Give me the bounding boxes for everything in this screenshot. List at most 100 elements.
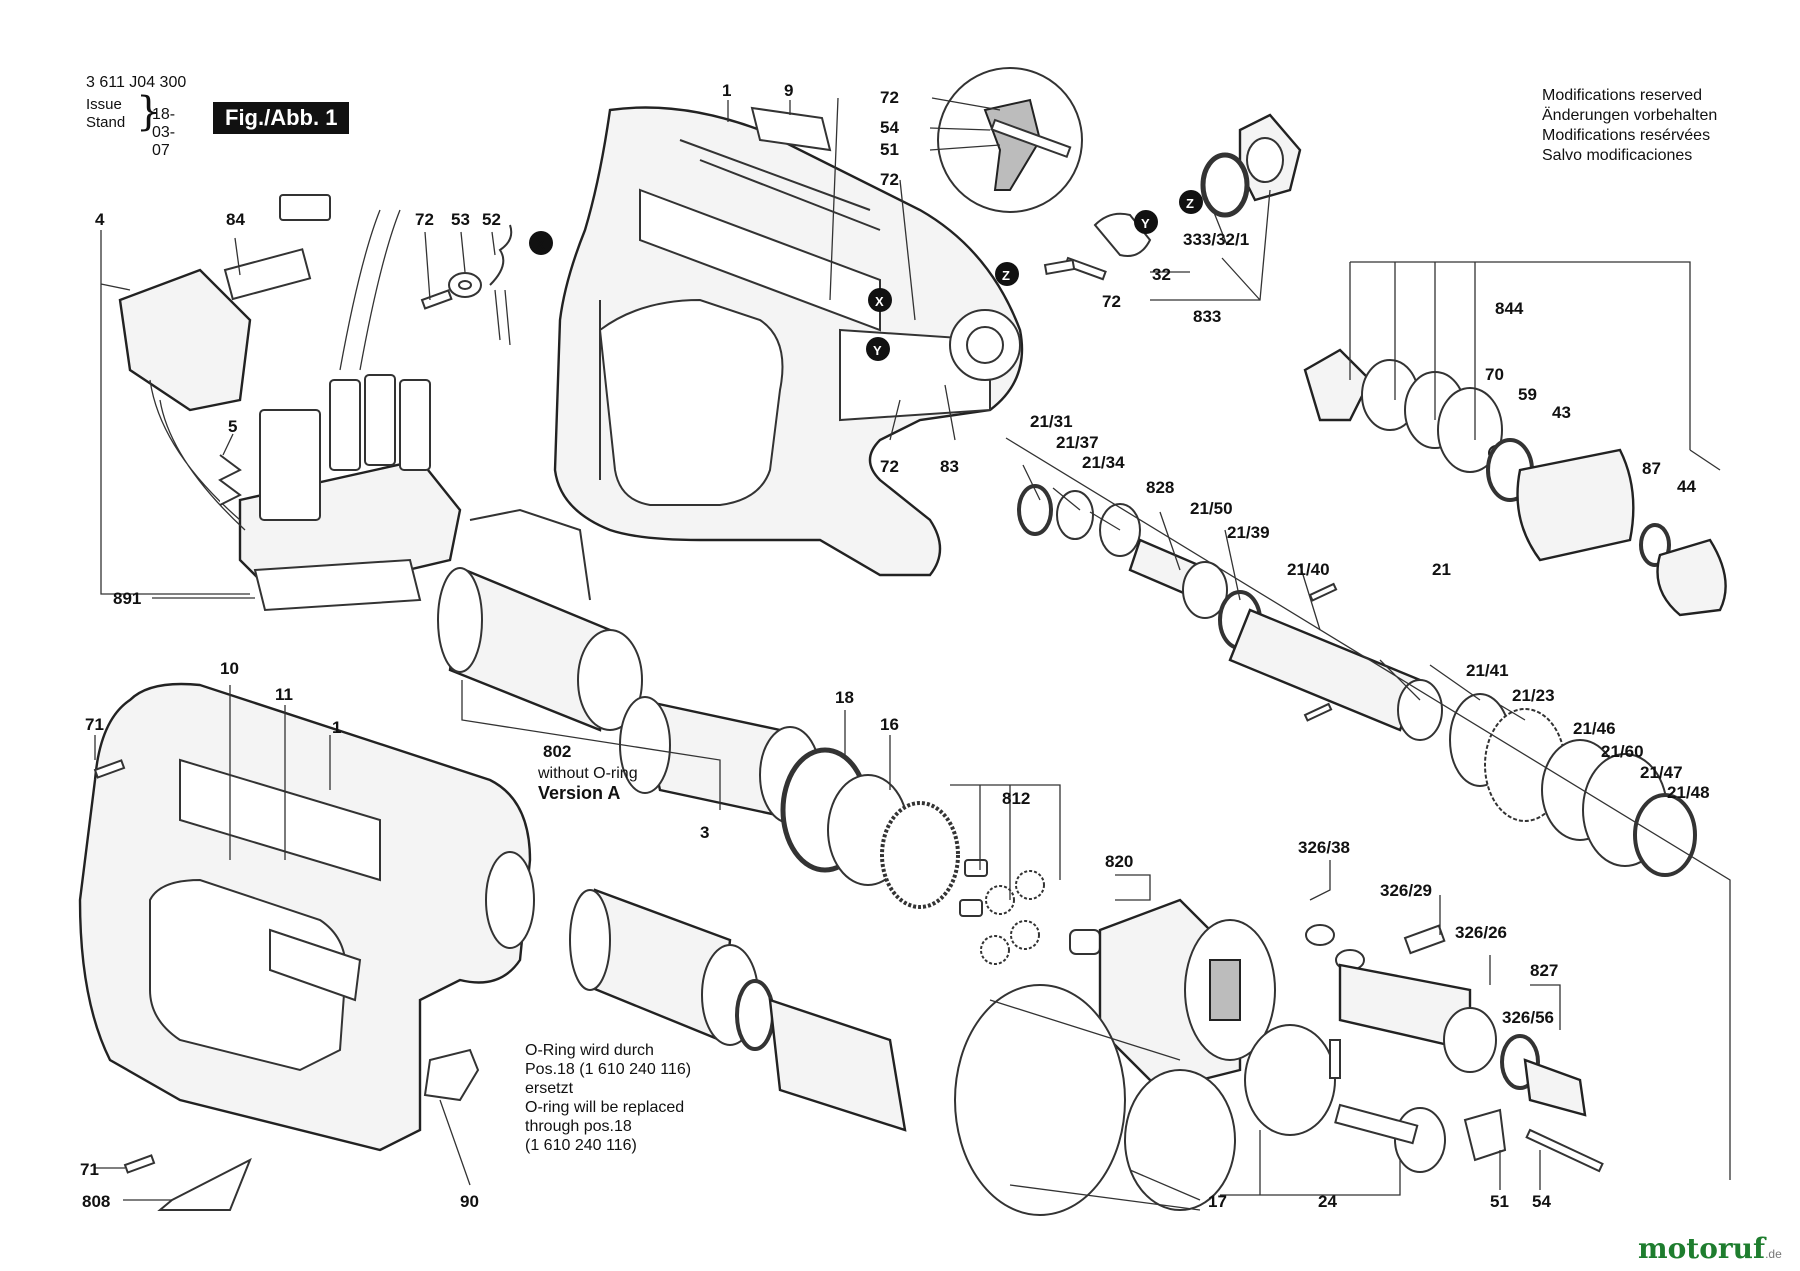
callout-59: 59 (1518, 385, 1537, 404)
doc-number: 3 611 J04 300 (86, 74, 187, 91)
screw-washer-spring-drawing (420, 224, 513, 346)
tool-holder-group-drawing (1303, 348, 1727, 617)
callout-17: 17 (1208, 1192, 1227, 1211)
callout-70: 70 (1485, 365, 1504, 384)
callout-891: 891 (113, 589, 141, 608)
marker-x-top: X (536, 237, 545, 252)
callout-54-a: 54 (880, 118, 899, 137)
callout-72-c: 72 (415, 210, 434, 229)
callout-326-26: 326/26 (1455, 923, 1507, 942)
callout-326-38: 326/38 (1298, 838, 1350, 857)
callout-24: 24 (1318, 1192, 1337, 1211)
callout-1-low: 1 (332, 718, 341, 737)
callout-87: 87 (1642, 459, 1661, 478)
crank-drawing (1244, 1024, 1446, 1173)
oring-note-line: Pos.18 (1 610 240 116) (525, 1061, 691, 1078)
marker-x-housing: X (875, 294, 884, 309)
collar-oring-drawing (1043, 113, 1302, 281)
issue-date: 18-03-07 (152, 106, 176, 159)
callout-51-a: 51 (880, 140, 899, 159)
callout-21-46: 21/46 (1573, 719, 1616, 738)
switch-electronics-drawing (118, 194, 462, 612)
oring-note-line: O-Ring wird durch (525, 1042, 654, 1059)
modifications-notice: Modifications reserved Änderungen vorbeh… (1542, 86, 1717, 166)
callout-18: 18 (835, 688, 854, 707)
marker-z-housing: Z (1002, 268, 1010, 283)
callout-72-e: 72 (880, 457, 899, 476)
screw-71-bottom-drawing (123, 1154, 156, 1174)
ring-gear-drawing (880, 801, 960, 909)
callout-21-47: 21/47 (1640, 763, 1683, 782)
reference-markers: X Z Y Z Y X (529, 190, 1203, 361)
oring-note-line: ersetzt (525, 1080, 574, 1097)
marker-y-housing: Y (873, 343, 882, 358)
callout-828: 828 (1146, 478, 1174, 497)
callout-21-37: 21/37 (1056, 433, 1099, 452)
callout-9: 9 (784, 81, 793, 100)
issue-brace: } (136, 89, 162, 135)
callout-53: 53 (451, 210, 470, 229)
callout-71-b: 71 (80, 1160, 99, 1179)
callout-21-40: 21/40 (1287, 560, 1330, 579)
callout-808: 808 (82, 1192, 110, 1211)
modifications-line: Modifications reserved (1542, 87, 1703, 104)
callout-52: 52 (482, 210, 501, 229)
hammer-tube-drawing (1017, 484, 1697, 877)
callout-21-50: 21/50 (1190, 499, 1233, 518)
callout-90: 90 (460, 1192, 479, 1211)
callout-21-41: 21/41 (1466, 661, 1509, 680)
callout-827: 827 (1530, 961, 1558, 980)
seal-frame-drawing (954, 984, 1236, 1216)
version-note-line1: without O-ring (537, 765, 638, 782)
callout-326-29: 326/29 (1380, 881, 1432, 900)
callout-802: 802 (543, 742, 571, 761)
callout-84: 84 (226, 210, 245, 229)
figure-label: Fig./Abb. 1 (213, 102, 350, 134)
callout-labels: 1 9 72 54 51 72 4 84 5 891 72 53 52 333/… (80, 81, 1710, 1211)
callout-5: 5 (228, 417, 237, 436)
document-header: 3 611 J04 300 Issue Stand } 18-03-07 (86, 74, 187, 159)
pin-drawing (990, 118, 1072, 159)
callout-43: 43 (1552, 403, 1571, 422)
callout-333-32-1: 333/32/1 (1183, 230, 1249, 249)
latch-90-drawing (423, 1048, 480, 1102)
callout-71-a: 71 (85, 715, 104, 734)
callout-44: 44 (1677, 477, 1696, 496)
leader-lines (94, 97, 1731, 1201)
oring-replacement-note: O-Ring wird durch Pos.18 (1 610 240 116)… (525, 1042, 691, 1154)
callout-11: 11 (275, 685, 293, 704)
oring-note-line: O-ring will be replaced (525, 1099, 684, 1116)
planet-gears-drawing (959, 859, 1045, 965)
callout-21-34: 21/34 (1082, 453, 1125, 472)
motor-version-a-drawing (569, 888, 907, 1132)
screw-71-top-drawing (93, 759, 126, 779)
label-808-drawing (157, 1157, 252, 1211)
callout-326-56: 326/56 (1502, 1008, 1554, 1027)
callout-1-top: 1 (722, 81, 731, 100)
callout-21-60: 21/60 (1601, 742, 1644, 761)
issue-label: Issue Stand (86, 96, 126, 131)
callout-54-b: 54 (1532, 1192, 1551, 1211)
callout-820: 820 (1105, 852, 1133, 871)
callout-72-b: 72 (880, 170, 899, 189)
callout-844: 844 (1495, 299, 1524, 318)
marker-y-clip: Y (1141, 216, 1150, 231)
watermark-suffix: .de (1765, 1247, 1782, 1261)
callout-4: 4 (95, 210, 105, 229)
modifications-line: Salvo modificaciones (1542, 147, 1693, 164)
callout-3: 3 (700, 823, 709, 842)
oring-note-line: through pos.18 (525, 1118, 632, 1135)
watermark-logo: motoruf.de (1638, 1232, 1782, 1265)
version-note-line2: Version A (538, 783, 620, 803)
callout-21-23: 21/23 (1512, 686, 1555, 705)
callout-51-b: 51 (1490, 1192, 1509, 1211)
piston-drawing (1305, 924, 1604, 1173)
watermark-brand: motoruf (1638, 1232, 1766, 1265)
callout-812: 812 (1002, 789, 1030, 808)
callout-833: 833 (1193, 307, 1221, 326)
marker-z-collar: Z (1186, 196, 1194, 211)
callout-21-39: 21/39 (1227, 523, 1270, 542)
callout-21-48: 21/48 (1667, 783, 1710, 802)
callout-10: 10 (220, 659, 239, 678)
